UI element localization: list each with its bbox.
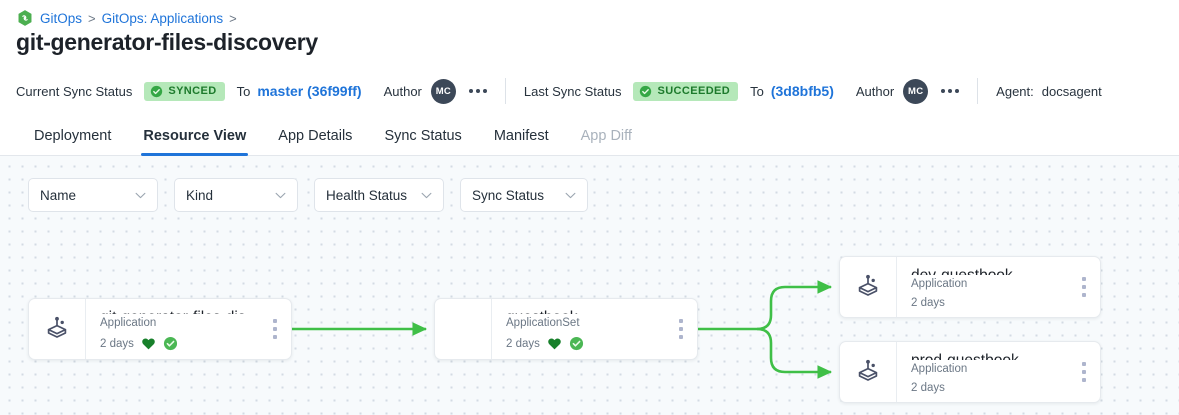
breadcrumb-separator: > [88,10,96,26]
filter-sync-status-label: Sync Status [472,187,545,203]
graph-node-meta: 2 days [506,336,671,351]
graph-node-meta: 2 days [100,336,265,351]
graph-node-guestbook[interactable]: guestbook ApplicationSet 2 days [434,298,698,360]
last-to-label: To [750,83,764,99]
graph-node-meta: 2 days [911,297,1074,309]
graph-node-title: git-generator-files-disco... [100,308,265,314]
filter-health-status-label: Health Status [326,187,408,203]
avatar[interactable]: MC [430,78,456,104]
heart-icon [547,336,562,351]
last-author-label: Author [855,83,895,99]
current-sync-status-label: Current Sync Status [16,83,133,99]
more-horizontal-icon[interactable] [941,89,960,93]
agent-value: docsagent [1041,83,1102,99]
graph-node-body: prod-guestbook Application 2 days [896,342,1074,402]
graph-node-age: 2 days [100,337,134,350]
tab-deployment[interactable]: Deployment [34,128,112,144]
filter-health-status[interactable]: Health Status [314,178,444,212]
filter-kind[interactable]: Kind [174,178,298,212]
page-title: git-generator-files-discovery [16,29,318,55]
edge-appset-to-dev [756,280,833,331]
current-sync-status-badge-text: SYNCED [168,85,217,97]
breadcrumb-separator: > [229,10,237,26]
graph-node-body: git-generator-files-disco... Application… [85,299,265,359]
graph-node-prod-guestbook[interactable]: prod-guestbook Application 2 days [839,341,1101,403]
more-vertical-icon[interactable] [1074,342,1100,402]
graph-node-git-generator-files-discovery[interactable]: git-generator-files-disco... Application… [28,298,292,360]
tab-manifest[interactable]: Manifest [493,128,549,144]
argo-application-icon [840,257,896,317]
graph-node-kind: Application [911,363,968,376]
current-revision-link[interactable]: master (36f99ff) [257,83,362,99]
filter-name[interactable]: Name [28,178,158,212]
filter-sync-status[interactable]: Sync Status [460,178,588,212]
chevron-down-icon [421,192,432,199]
more-vertical-icon[interactable] [671,299,697,359]
argo-application-icon [29,299,85,359]
check-circle-icon [569,336,584,351]
heart-icon [141,336,156,351]
filter-bar: Name Kind Health Status Sync Status [28,178,588,212]
breadcrumb-item-gitops[interactable]: GitOps [40,10,83,26]
more-vertical-icon[interactable] [1074,257,1100,317]
filter-kind-label: Kind [186,187,214,203]
check-circle-icon [150,85,163,98]
divider [504,78,506,104]
current-author-label: Author [383,83,422,99]
edge-appset-to-prod [756,327,833,379]
check-circle-icon [163,336,178,351]
graph-node-title: dev-guestbook [911,266,1074,275]
more-vertical-icon[interactable] [265,299,291,359]
graph-node-body: dev-guestbook Application 2 days [896,257,1074,317]
argo-hexagon-icon [16,9,34,27]
tab-sync-status[interactable]: Sync Status [384,128,462,144]
graph-node-title: guestbook [506,308,671,314]
breadcrumb: GitOps > GitOps: Applications > [16,9,237,27]
current-to-label: To [236,83,251,99]
last-revision-link[interactable]: (3d8bfb5) [770,83,834,99]
argo-application-icon [840,342,896,402]
graph-node-body: guestbook ApplicationSet 2 days [491,299,671,359]
graph-node-kind: Application [100,317,157,330]
graph-node-meta: 2 days [911,382,1074,394]
current-sync-status-badge: SYNCED [144,81,225,101]
graph-node-icon-placeholder [435,299,491,359]
graph-node-dev-guestbook[interactable]: dev-guestbook Application 2 days [839,256,1101,318]
tab-app-diff: App Diff [580,128,632,144]
last-sync-status-label: Last Sync Status [523,83,622,99]
divider [977,78,979,104]
graph-edges [292,280,833,379]
filter-name-label: Name [40,187,77,203]
graph-node-age: 2 days [506,337,540,350]
graph-node-age: 2 days [911,297,945,309]
check-circle-icon [639,85,652,98]
last-sync-status-badge-text: SUCCEEDED [657,85,731,97]
graph-node-age: 2 days [911,382,945,394]
breadcrumb-item-gitops-applications[interactable]: GitOps: Applications [101,10,224,26]
tab-resource-view[interactable]: Resource View [127,128,262,156]
graph-node-title: prod-guestbook [911,351,1074,360]
tab-bar: Deployment Resource View App Details Syn… [0,114,1179,156]
resource-graph-canvas[interactable]: Name Kind Health Status Sync Status [0,156,1179,415]
avatar[interactable]: MC [903,78,929,104]
agent-label: Agent: [996,83,1034,99]
graph-node-kind: ApplicationSet [506,317,580,330]
graph-node-kind: Application [911,278,968,291]
more-horizontal-icon[interactable] [468,89,487,93]
status-bar: Current Sync Status SYNCED To master (36… [0,70,1179,112]
last-sync-status-badge: SUCCEEDED [633,81,739,101]
chevron-down-icon [135,192,146,199]
tab-app-details[interactable]: App Details [278,128,353,144]
chevron-down-icon [275,192,286,199]
chevron-down-icon [565,192,576,199]
